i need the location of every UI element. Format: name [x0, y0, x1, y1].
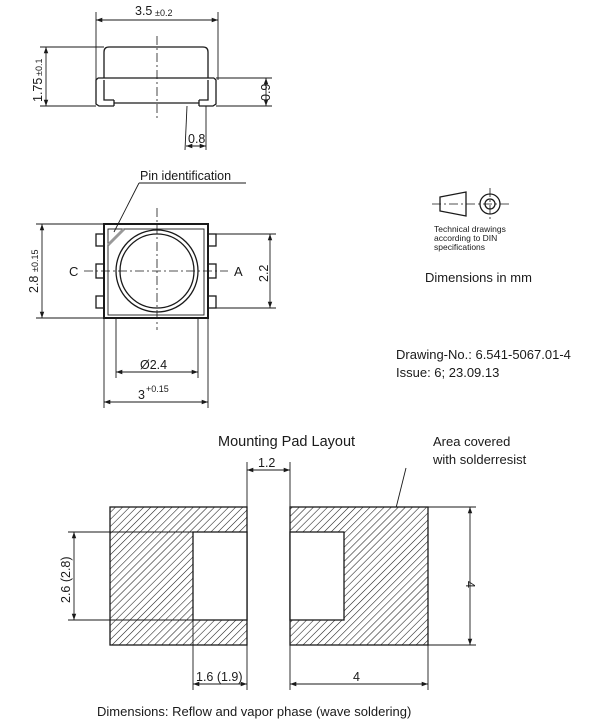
- cathode-label: C: [69, 264, 78, 279]
- din-note-line3: specifications: [434, 242, 485, 252]
- lead-left: [95, 77, 114, 107]
- mounting-pad-layout: Mounting Pad Layout Area covered with so…: [59, 434, 527, 690]
- pad-right-solder-area: [289, 531, 345, 621]
- pad-height-value: 2.2: [257, 265, 271, 282]
- side-width-tolerance: ±0.2: [155, 8, 172, 18]
- din-projection-symbol: [432, 188, 510, 220]
- projection-cone-icon: [439, 191, 467, 217]
- pad-width-dim-value: 1.6 (1.9): [196, 670, 243, 684]
- top-height-tolerance: ±0.15: [30, 250, 40, 272]
- total-width-value: 4: [353, 670, 360, 684]
- pad-gap-value: 1.2: [258, 456, 275, 470]
- top-view: Pin identification C A 2.8 ±0.15: [27, 169, 276, 408]
- lead-top-right-3: [207, 295, 217, 309]
- pad-height-dim-value: 2.6 (2.8): [59, 556, 73, 603]
- lead-width-value: 0.8: [188, 132, 205, 146]
- solderresist-label-line1: Area covered: [433, 434, 510, 449]
- top-height-value: 2.8: [27, 276, 41, 293]
- top-width-value: 3: [138, 388, 145, 402]
- pad-left-solder-area: [192, 531, 248, 621]
- footer-caption: Dimensions: Reflow and vapor phase (wave…: [97, 704, 411, 719]
- package-body-side: [103, 46, 209, 78]
- units-note: Dimensions in mm: [425, 270, 532, 285]
- side-width-value: 3.5: [135, 4, 152, 18]
- pin-identification-label: Pin identification: [140, 169, 231, 183]
- lead-top-right-1: [207, 233, 217, 247]
- anode-label: A: [234, 264, 243, 279]
- din-note-line1: Technical drawings: [434, 224, 506, 234]
- side-view: 3.5 ±0.2 1.75 ±0.1 0.9 0.8: [31, 4, 273, 151]
- lead-top-left-3: [95, 295, 105, 309]
- din-note-line2: according to DIN: [434, 233, 497, 243]
- lens-diameter-value: Ø2.4: [140, 358, 167, 372]
- pad-layout-title: Mounting Pad Layout: [218, 434, 355, 450]
- lead-right: [199, 77, 217, 107]
- pin-id-corner-mark: [106, 227, 126, 247]
- lead-top-left-1: [95, 233, 105, 247]
- top-width-tolerance: +0.15: [146, 384, 169, 394]
- total-height-value: 4: [463, 581, 477, 588]
- drawing-number: Drawing-No.: 6.541-5067.01-4: [396, 347, 571, 362]
- issue-info: Issue: 6; 23.09.13: [396, 365, 499, 380]
- solderresist-label-line2: with solderresist: [432, 452, 527, 467]
- lead-height-value: 0.9: [259, 84, 273, 101]
- side-height-tolerance: ±0.1: [34, 59, 44, 76]
- side-height-value: 1.75: [31, 78, 45, 102]
